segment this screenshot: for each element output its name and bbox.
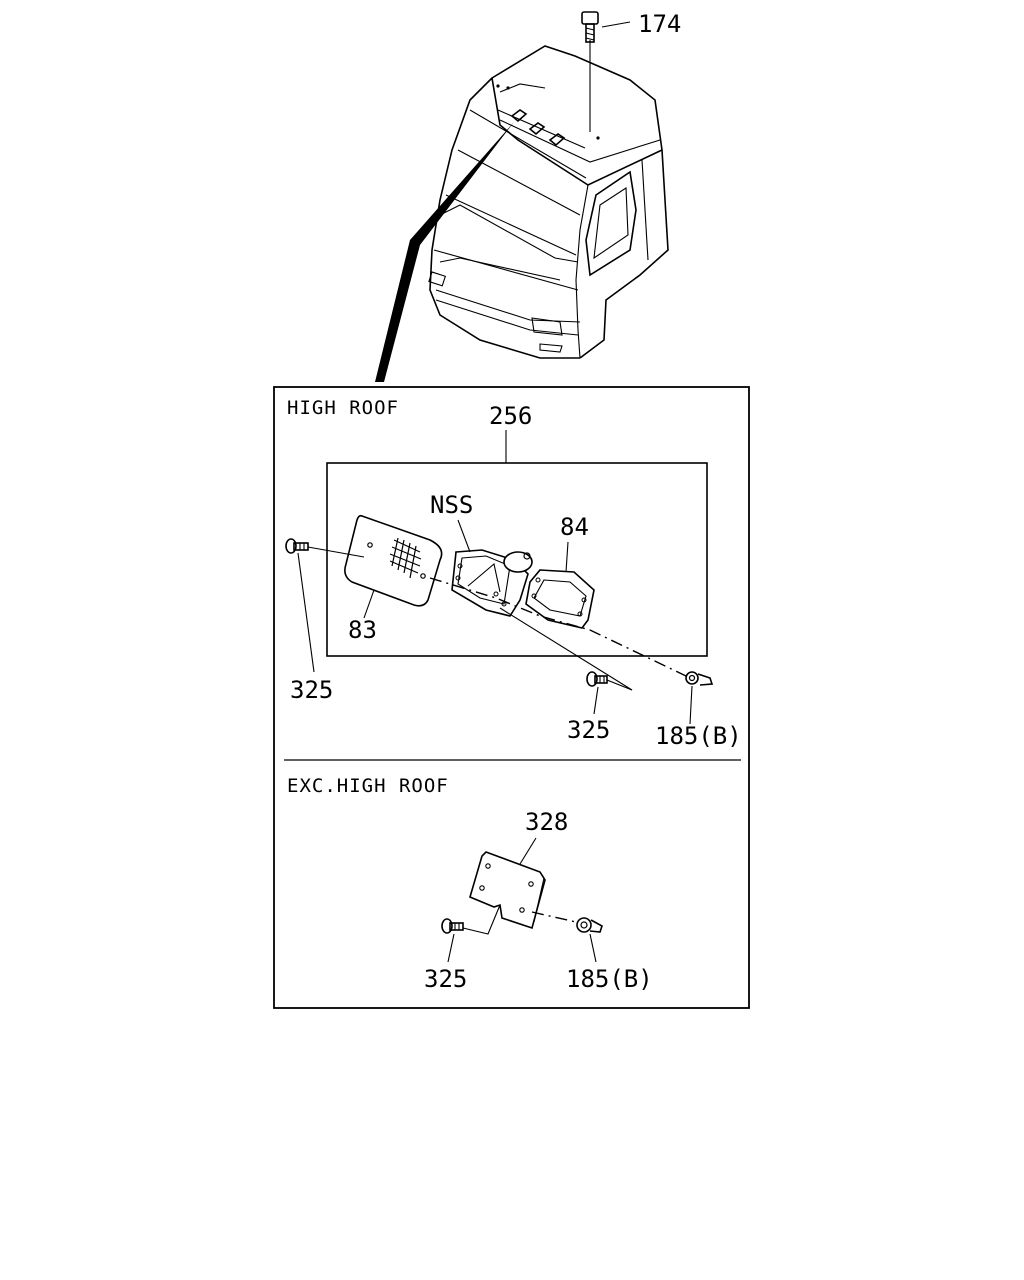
screw-325-left-icon	[285, 538, 315, 673]
callout-185b-exc: 185(B)	[566, 965, 653, 993]
nut-185b-high-icon	[685, 671, 714, 725]
callout-174: 174	[638, 10, 681, 38]
screw-325-exc-icon	[441, 904, 501, 963]
assembly-line-left	[307, 546, 365, 558]
section-label-high-roof: HIGH ROOF	[287, 397, 399, 419]
truck-cab-illustration	[428, 40, 669, 359]
callout-83: 83	[348, 616, 377, 644]
screw-325-mid-icon	[586, 671, 633, 715]
nut-185b-exc-icon	[531, 911, 603, 963]
callout-185b-high: 185(B)	[655, 722, 742, 750]
callout-325-exc: 325	[424, 965, 467, 993]
plate-328-icon	[469, 837, 546, 930]
gasket-84-icon	[525, 541, 595, 629]
callout-256: 256	[489, 402, 532, 430]
callout-325-mid: 325	[567, 716, 610, 744]
detail-leader-wedge	[375, 122, 514, 382]
callout-nss: NSS	[430, 491, 473, 519]
callout-328: 328	[525, 808, 568, 836]
assembly-256-box	[326, 462, 708, 657]
lamp-body-nss-icon	[451, 519, 533, 617]
detail-frame	[273, 386, 750, 1009]
callout-84: 84	[560, 513, 589, 541]
assembly-centerline-1	[429, 577, 687, 677]
roof-marker-lamps	[510, 109, 566, 147]
assembly-line-mid	[499, 607, 633, 691]
bolt-174-icon	[581, 11, 631, 43]
lens-83-icon	[344, 514, 443, 619]
callout-325-left: 325	[290, 676, 333, 704]
section-label-exc-high-roof: EXC.HIGH ROOF	[287, 775, 449, 797]
